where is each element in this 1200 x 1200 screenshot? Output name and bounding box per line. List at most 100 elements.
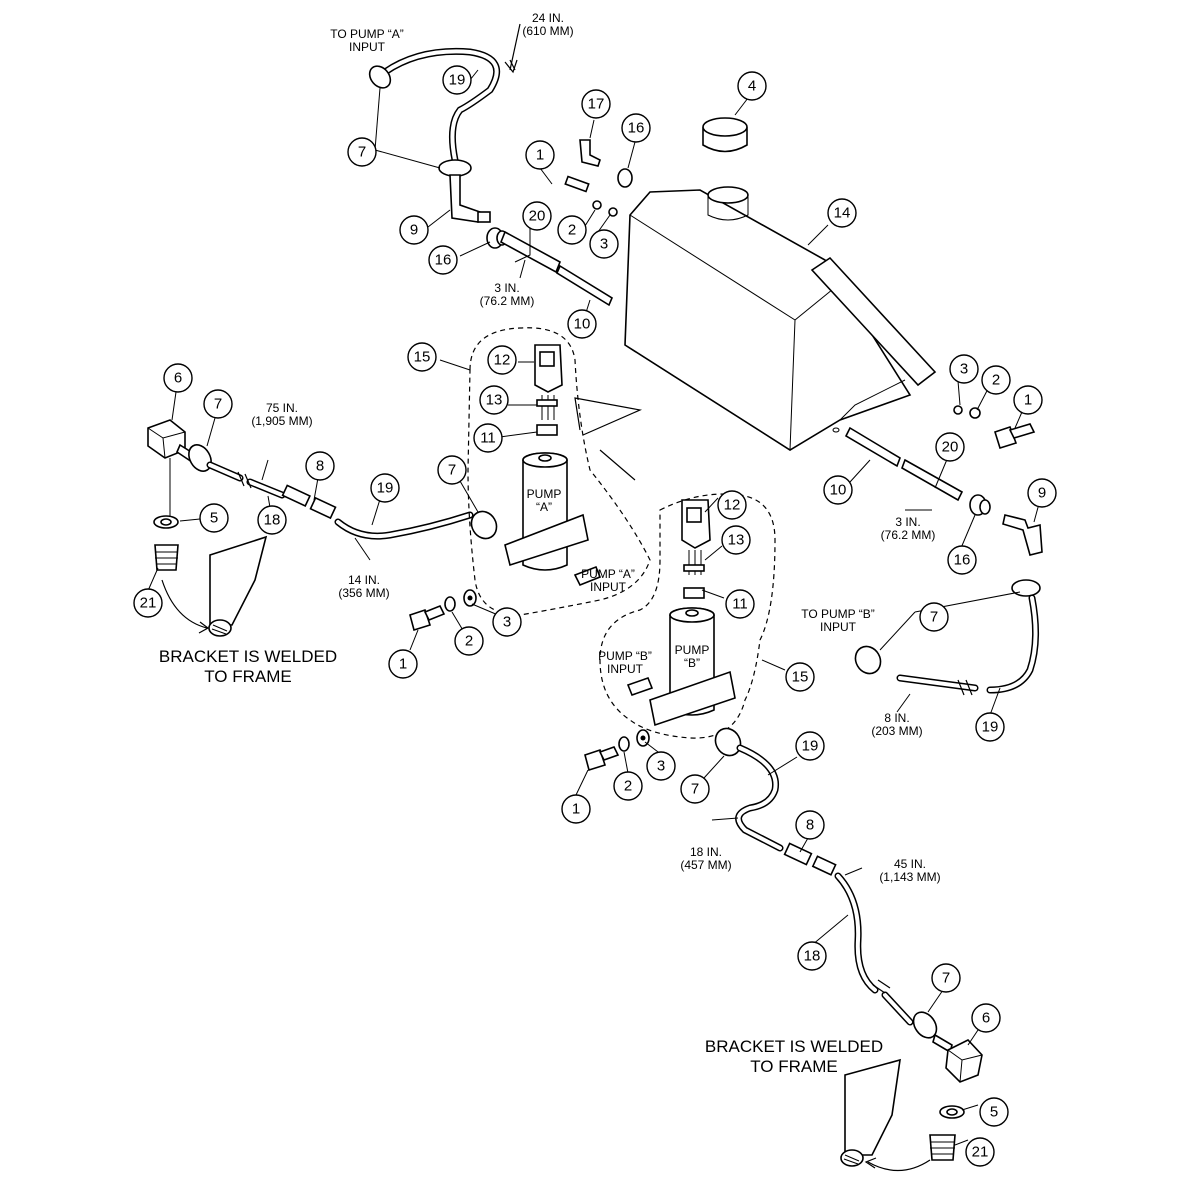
hose-b-input-label: TO PUMP “B”INPUT	[801, 607, 875, 634]
svg-text:1: 1	[399, 656, 407, 673]
right-top-fittings	[953, 405, 1036, 450]
svg-text:7: 7	[942, 970, 950, 987]
svg-text:9: 9	[410, 222, 418, 239]
length-3-left-label: 3 IN.(76.2 MM)	[480, 281, 535, 308]
filter-6-right	[840, 1033, 983, 1172]
callout-8-left: 8	[305, 451, 335, 481]
length-14-label: 14 IN.(356 MM)	[338, 573, 389, 600]
dimension-labels: TO PUMP “A”INPUT 24 IN.(610 MM) 3 IN.(76…	[159, 11, 941, 1076]
callout-2-pump-b: 2	[613, 771, 643, 801]
callout-11-b: 11	[725, 589, 755, 619]
svg-text:4: 4	[748, 78, 756, 95]
pump-b-group	[599, 493, 776, 739]
callout-3-pump-a: 3	[492, 607, 522, 637]
callout-12-b: 12	[717, 490, 747, 520]
length-3-right-label: 3 IN.(76.2 MM)	[881, 515, 936, 542]
callout-14: 14	[827, 198, 857, 228]
callout-6-right: 6	[971, 1003, 1001, 1033]
callout-9-right: 9	[1027, 478, 1057, 508]
callout-15-b: 15	[785, 662, 815, 692]
svg-text:18: 18	[804, 948, 821, 965]
svg-text:19: 19	[377, 480, 394, 497]
callout-7-top-left: 7	[347, 137, 377, 167]
svg-text:3: 3	[600, 236, 608, 253]
callout-5-right: 5	[979, 1097, 1009, 1127]
callout-4: 4	[737, 71, 767, 101]
callout-16-top: 16	[621, 113, 651, 143]
callout-7-pump-a: 7	[437, 455, 467, 485]
svg-text:11: 11	[480, 430, 496, 447]
hose-a-input-label: TO PUMP “A”INPUT	[330, 27, 404, 54]
svg-text:8: 8	[316, 458, 324, 475]
svg-text:16: 16	[435, 252, 452, 269]
svg-text:19: 19	[449, 72, 466, 89]
leader-lines	[146, 69, 1041, 1146]
svg-text:20: 20	[942, 439, 959, 456]
svg-text:1: 1	[536, 147, 544, 164]
callout-3-right: 3	[949, 354, 979, 384]
svg-text:10: 10	[830, 482, 847, 499]
svg-text:2: 2	[568, 222, 576, 239]
top-hose-19	[381, 23, 521, 164]
callout-5-left: 5	[199, 503, 229, 533]
svg-text:6: 6	[982, 1010, 990, 1027]
callout-7-lower: 7	[931, 963, 961, 993]
top-clamps	[368, 65, 472, 177]
right-hose-b	[854, 579, 1041, 696]
callout-1-right: 1	[1013, 385, 1043, 415]
callout-2-top: 2	[557, 215, 587, 245]
svg-text:7: 7	[930, 609, 938, 626]
svg-text:1: 1	[1024, 392, 1032, 409]
pump-b-input-label: PUMP “B”INPUT	[598, 649, 652, 676]
svg-text:1: 1	[572, 801, 580, 818]
pump-a-group	[467, 327, 651, 616]
svg-text:2: 2	[624, 778, 632, 795]
elbow-9-left	[449, 174, 491, 223]
svg-text:21: 21	[140, 595, 157, 612]
svg-text:15: 15	[792, 669, 809, 686]
callout-21-right: 21	[965, 1137, 995, 1167]
callout-1-pump-b: 1	[561, 794, 591, 824]
length-24-label: 24 IN.(610 MM)	[522, 11, 573, 38]
pump-a-input-label: PUMP “A”INPUT	[581, 567, 635, 594]
svg-text:2: 2	[465, 633, 473, 650]
lower-hose-line	[714, 727, 938, 1039]
callout-7-pump-b: 7	[680, 774, 710, 804]
left-bottom-fittings	[153, 458, 268, 637]
callout-17: 17	[581, 89, 611, 119]
svg-text:18: 18	[264, 512, 281, 529]
callout-16-right: 16	[947, 545, 977, 575]
svg-text:14: 14	[834, 205, 851, 222]
svg-text:9: 9	[1038, 485, 1046, 502]
callout-8-lower: 8	[795, 810, 825, 840]
length-18-label: 18 IN.(457 MM)	[680, 845, 731, 872]
svg-text:7: 7	[448, 462, 456, 479]
pump-a-label: PUMP“A”	[527, 487, 562, 514]
svg-text:2: 2	[992, 372, 1000, 389]
callout-16-left: 16	[428, 245, 458, 275]
svg-text:3: 3	[503, 614, 511, 631]
callout-2-pump-a: 2	[454, 626, 484, 656]
svg-text:13: 13	[728, 532, 745, 549]
callout-20-left: 20	[522, 201, 552, 231]
callout-bubbles: 19 7 9 16 20 1 2 3 17 16 4 14 10 15 12 1…	[133, 65, 1057, 1167]
svg-text:13: 13	[486, 392, 503, 409]
pump-b-bolt-set	[584, 729, 650, 772]
svg-text:11: 11	[732, 596, 748, 613]
svg-text:15: 15	[414, 349, 431, 366]
svg-text:19: 19	[982, 719, 999, 736]
callout-19-right: 19	[975, 712, 1005, 742]
svg-text:21: 21	[972, 1144, 989, 1161]
svg-text:20: 20	[529, 208, 546, 225]
callout-7-left: 7	[203, 389, 233, 419]
svg-text:19: 19	[802, 738, 819, 755]
svg-text:5: 5	[210, 510, 218, 527]
callout-10-right: 10	[823, 475, 853, 505]
callout-21-left: 21	[133, 588, 163, 618]
callout-19-lower: 19	[795, 731, 825, 761]
callout-1-pump-a: 1	[388, 649, 418, 679]
svg-text:16: 16	[628, 120, 645, 137]
length-8-label: 8 IN.(203 MM)	[871, 711, 922, 738]
